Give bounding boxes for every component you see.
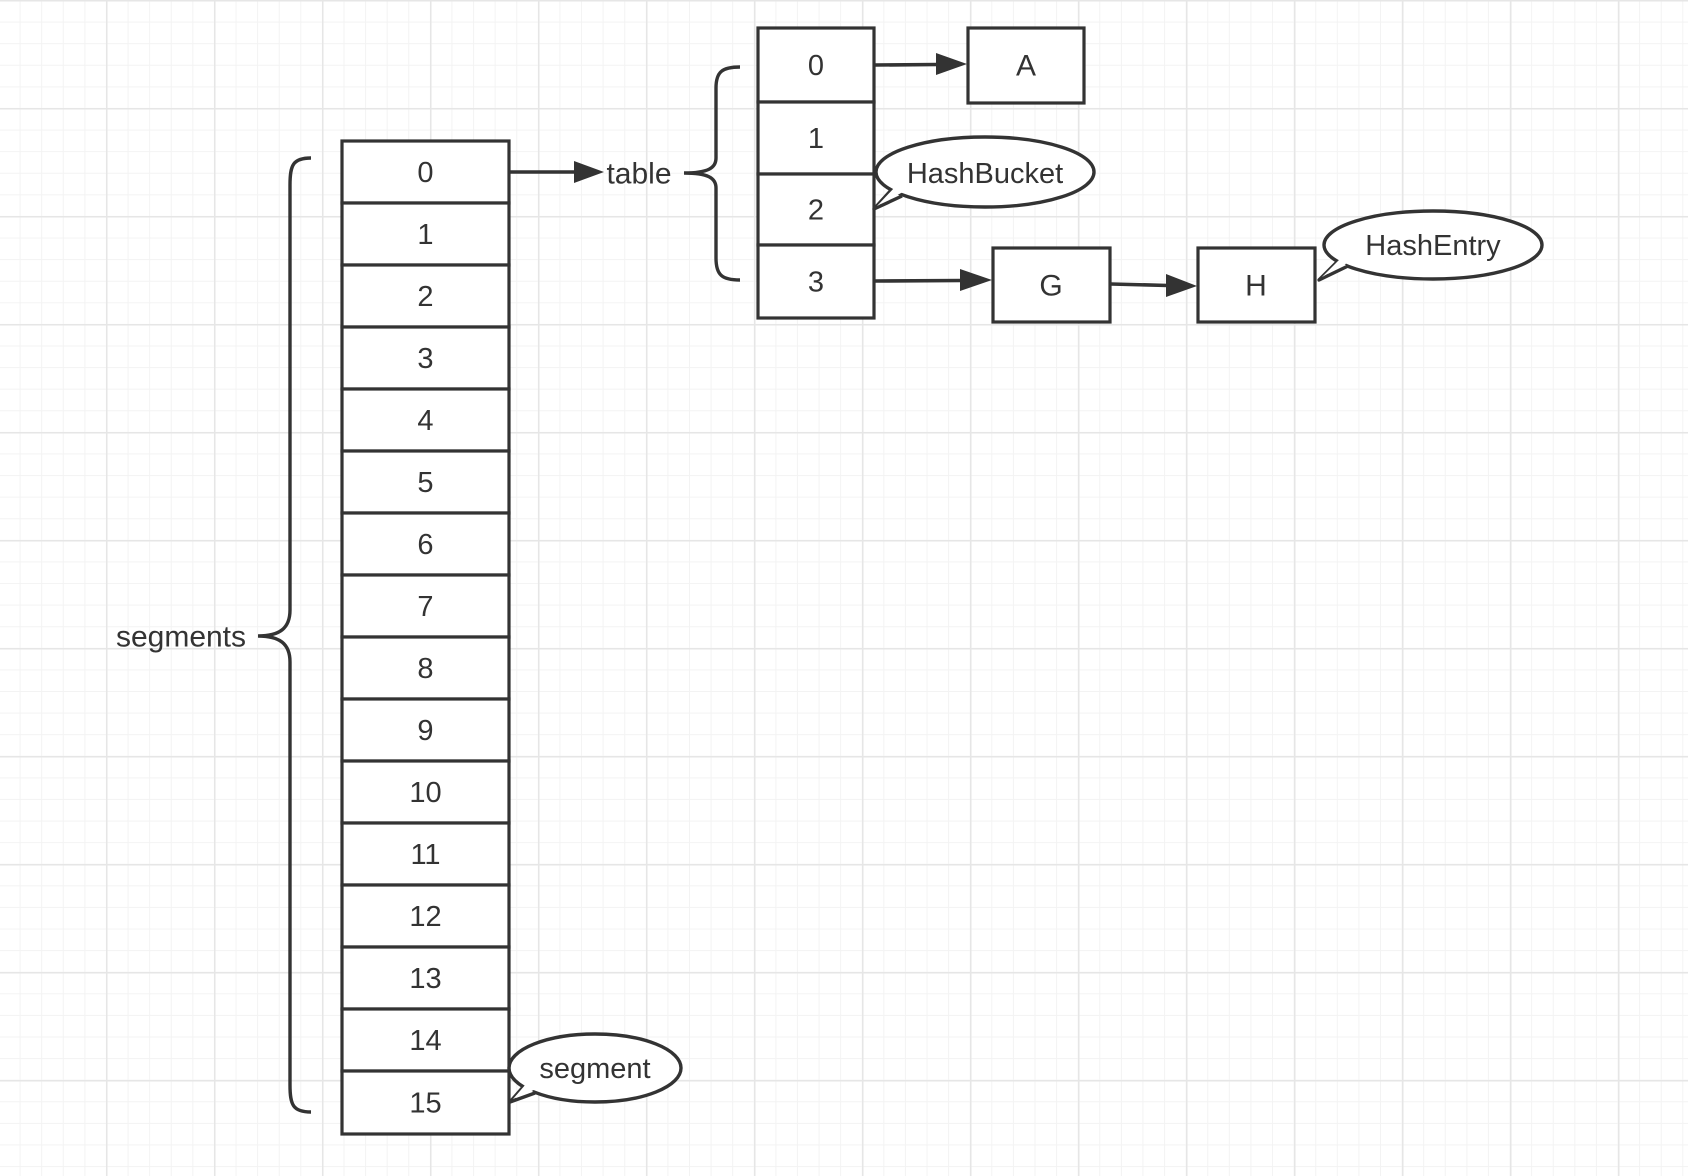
segment-callout-text: segment <box>539 1053 650 1085</box>
table-cell-label-3: 3 <box>808 267 824 299</box>
segment-cell-label-6: 6 <box>417 529 433 561</box>
segment-cell-3 <box>340 325 511 391</box>
segment-cell-7 <box>340 573 511 639</box>
hashentry-callout-tail-fill <box>1322 259 1349 277</box>
segment-cell-label-3: 3 <box>417 343 433 375</box>
segment-cell-0 <box>340 139 511 205</box>
segment-cell-13 <box>340 945 511 1011</box>
table-cell-label-2: 2 <box>808 195 824 227</box>
g-to-h-arrowhead <box>1166 274 1197 297</box>
table-array: 0 1 2 3 <box>756 26 876 320</box>
table-cell-label-0: 0 <box>808 50 824 82</box>
segment-cell-label-11: 11 <box>410 839 440 871</box>
hashentry-callout-text: HashEntry <box>1365 230 1501 262</box>
segment-cell-5 <box>340 449 511 515</box>
table-label: table <box>606 158 671 191</box>
segment-cell-label-10: 10 <box>409 777 441 809</box>
node-h-box <box>1196 246 1317 324</box>
table-cell-3 <box>756 243 876 320</box>
segment-cell-label-8: 8 <box>417 653 433 685</box>
segment-cell-label-9: 9 <box>417 715 433 747</box>
segment-cell-label-0: 0 <box>417 157 433 189</box>
node-g-label: G <box>1039 270 1062 303</box>
segment-cell-label-4: 4 <box>417 405 433 437</box>
segment-cell-15 <box>340 1069 511 1136</box>
node-a-label: A <box>1016 50 1036 83</box>
hashbucket-callout-text: HashBucket <box>907 158 1063 190</box>
table3-to-g-arrowhead <box>960 269 992 291</box>
segment-cell-label-7: 7 <box>417 591 433 623</box>
segment-cell-9 <box>340 697 511 763</box>
segment-cell-label-12: 12 <box>409 901 441 933</box>
hashbucket-callout-ellipse <box>874 135 1096 209</box>
hashbucket-callout-tail-fill <box>877 187 903 206</box>
segments-label: segments <box>116 621 246 654</box>
table-brace <box>683 65 741 282</box>
g-to-h-arrow <box>1110 282 1169 288</box>
segment-cell-label-2: 2 <box>417 281 433 313</box>
hashentry-callout-ellipse <box>1322 209 1544 281</box>
node-a-box <box>966 26 1086 105</box>
node-g-box <box>991 246 1112 324</box>
segments-brace <box>257 156 312 1114</box>
table-cell-label-1: 1 <box>808 123 824 155</box>
segment-cell-label-15: 15 <box>409 1088 441 1120</box>
segment-cell-label-13: 13 <box>409 963 441 995</box>
table-cell-2 <box>756 172 876 247</box>
table0-to-a-arrow <box>874 62 939 67</box>
table0-to-a-arrowhead <box>936 53 967 75</box>
table3-to-g-arrow <box>874 278 963 283</box>
segment-cell-label-14: 14 <box>409 1025 441 1057</box>
segment-callout-tail-fill <box>513 1084 536 1099</box>
node-h-label: H <box>1245 270 1267 303</box>
segment-cell-10 <box>340 759 511 825</box>
segment-cell-11 <box>340 821 511 887</box>
segment-callout-ellipse <box>507 1032 683 1104</box>
segment-cell-label-5: 5 <box>417 467 433 499</box>
segment-cell-label-1: 1 <box>417 219 433 251</box>
table-cell-1 <box>756 100 876 176</box>
segment-to-table-arrowhead <box>574 161 604 183</box>
